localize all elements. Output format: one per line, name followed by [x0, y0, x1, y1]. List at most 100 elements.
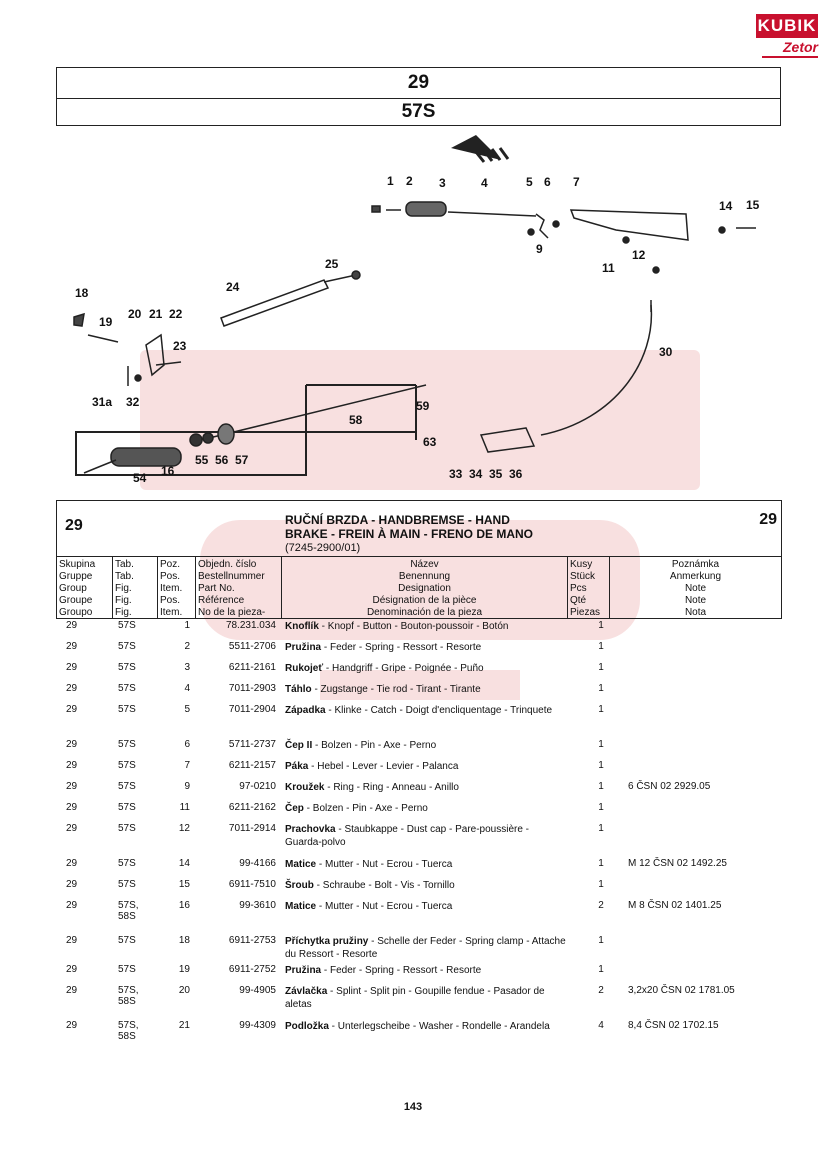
- col-table: Tab.Tab.Fig.Fig.Fig.: [113, 557, 158, 619]
- row-name-primary: Knoflík: [285, 621, 319, 632]
- row-name: Pružina - Feder - Spring - Ressort - Res…: [285, 964, 567, 977]
- row-table: 57S: [118, 704, 136, 715]
- row-group: 29: [66, 662, 78, 673]
- callout-57: 57: [235, 453, 249, 467]
- row-position: 19: [178, 964, 190, 975]
- row-part-number: 99-4905: [239, 985, 276, 996]
- row-group: 29: [66, 781, 78, 792]
- row-name-translations: - Feder - Spring - Ressort - Resorte: [321, 642, 482, 653]
- row-table: 57S: [118, 641, 136, 652]
- callout-21: 21: [149, 307, 163, 321]
- row-name-primary: Čep II: [285, 740, 313, 751]
- row-position: 14: [178, 858, 190, 869]
- row-table: 57S: [118, 964, 136, 975]
- row-table: 57S, 58S: [118, 900, 139, 922]
- row-name: Pružina - Feder - Spring - Ressort - Res…: [285, 641, 567, 654]
- row-group: 29: [66, 879, 78, 890]
- row-part-number: 7011-2903: [228, 683, 276, 694]
- row-name-primary: Matice: [285, 859, 317, 870]
- row-name: Příchytka pružiny - Schelle der Feder - …: [285, 935, 567, 961]
- row-table: 57S: [118, 823, 136, 834]
- row-quantity: 1: [598, 802, 604, 813]
- row-group: 29: [66, 760, 78, 771]
- callout-36: 36: [509, 467, 523, 481]
- callout-15: 15: [746, 198, 760, 212]
- callout-19: 19: [99, 315, 113, 329]
- row-part-number: 97-0210: [239, 781, 276, 792]
- row-position: 21: [178, 1020, 190, 1031]
- header-title-line1: RUČNÍ BRZDA - HANDBREMSE - HAND: [285, 513, 510, 527]
- callout-labels: 1 2 3 4 5 6 7 14 15 9 11 12 25 24 18 19 …: [75, 174, 760, 485]
- row-name-primary: Rukojeť: [285, 663, 324, 674]
- row-name-primary: Páka: [285, 761, 309, 772]
- row-name-translations: - Feder - Spring - Ressort - Resorte: [321, 965, 482, 976]
- row-table: 57S: [118, 781, 136, 792]
- row-quantity: 1: [598, 760, 604, 771]
- row-group: 29: [66, 620, 78, 631]
- row-quantity: 1: [598, 879, 604, 890]
- row-position: 7: [184, 760, 190, 771]
- row-name-primary: Táhlo: [285, 684, 312, 695]
- row-part-number: 99-4309: [239, 1020, 276, 1031]
- row-group: 29: [66, 739, 78, 750]
- row-quantity: 1: [598, 935, 604, 946]
- callout-24: 24: [226, 280, 240, 294]
- row-table: 57S: [118, 858, 136, 869]
- row-group: 29: [66, 802, 78, 813]
- row-name: Matice - Mutter - Nut - Ecrou - Tuerca: [285, 900, 567, 913]
- callout-7: 7: [573, 175, 580, 189]
- row-part-number: 7011-2914: [228, 823, 276, 834]
- row-group: 29: [66, 935, 78, 946]
- callout-34: 34: [469, 467, 483, 481]
- row-position: 4: [184, 683, 190, 694]
- row-quantity: 1: [598, 858, 604, 869]
- row-part-number: 6211-2161: [228, 662, 276, 673]
- row-quantity: 1: [598, 620, 604, 631]
- row-group: 29: [66, 823, 78, 834]
- row-name-primary: Pružina: [285, 965, 322, 976]
- row-quantity: 1: [598, 823, 604, 834]
- callout-5: 5: [526, 175, 533, 189]
- row-name-translations: - Bolzen - Pin - Axe - Perno: [312, 740, 437, 751]
- row-name-translations: - Bolzen - Pin - Axe - Perno: [303, 803, 428, 814]
- callout-11: 11: [602, 261, 615, 275]
- row-table: 57S, 58S: [118, 1020, 139, 1042]
- row-quantity: 1: [598, 683, 604, 694]
- row-table: 57S: [118, 935, 136, 946]
- row-group: 29: [66, 900, 78, 911]
- callout-2: 2: [406, 174, 413, 188]
- row-name: Prachovka - Staubkappe - Dust cap - Pare…: [285, 823, 567, 849]
- row-quantity: 2: [598, 985, 604, 996]
- row-name: Rukojeť - Handgriff - Gripe - Poignée - …: [285, 662, 567, 675]
- col-position: Poz.Pos.Item.Pos.Item.: [158, 557, 196, 619]
- row-part-number: 5511-2706: [228, 641, 276, 652]
- row-note: 6 ČSN 02 2929.05: [628, 781, 711, 792]
- callout-35: 35: [489, 467, 503, 481]
- callout-32: 32: [126, 395, 140, 409]
- row-quantity: 4: [598, 1020, 604, 1031]
- row-table: 57S: [118, 739, 136, 750]
- row-position: 3: [184, 662, 190, 673]
- callout-63: 63: [423, 435, 437, 449]
- row-name-translations: - Klinke - Catch - Doigt d'encliquentage…: [325, 705, 553, 716]
- callout-4: 4: [481, 176, 488, 190]
- row-table: 57S: [118, 620, 136, 631]
- callout-54: 54: [133, 471, 147, 485]
- row-note: M 8 ČSN 02 1401.25: [628, 900, 722, 911]
- row-name-translations: - Mutter - Nut - Ecrou - Tuerca: [316, 901, 453, 912]
- header-title-line2: BRAKE - FREIN À MAIN - FRENO DE MANO: [285, 527, 533, 541]
- row-part-number: 6911-7510: [228, 879, 276, 890]
- row-name: Šroub - Schraube - Bolt - Vis - Tornillo: [285, 879, 567, 892]
- row-part-number: 6911-2753: [228, 935, 276, 946]
- row-quantity: 1: [598, 662, 604, 673]
- row-table: 57S: [118, 879, 136, 890]
- row-quantity: 1: [598, 964, 604, 975]
- row-note: M 12 ČSN 02 1492.25: [628, 858, 727, 869]
- row-name-translations: - Mutter - Nut - Ecrou - Tuerca: [316, 859, 453, 870]
- row-part-number: 6911-2752: [228, 964, 276, 975]
- row-quantity: 1: [598, 739, 604, 750]
- callout-59: 59: [416, 399, 430, 413]
- callout-6: 6: [544, 175, 551, 189]
- row-name: Západka - Klinke - Catch - Doigt d'encli…: [285, 704, 567, 717]
